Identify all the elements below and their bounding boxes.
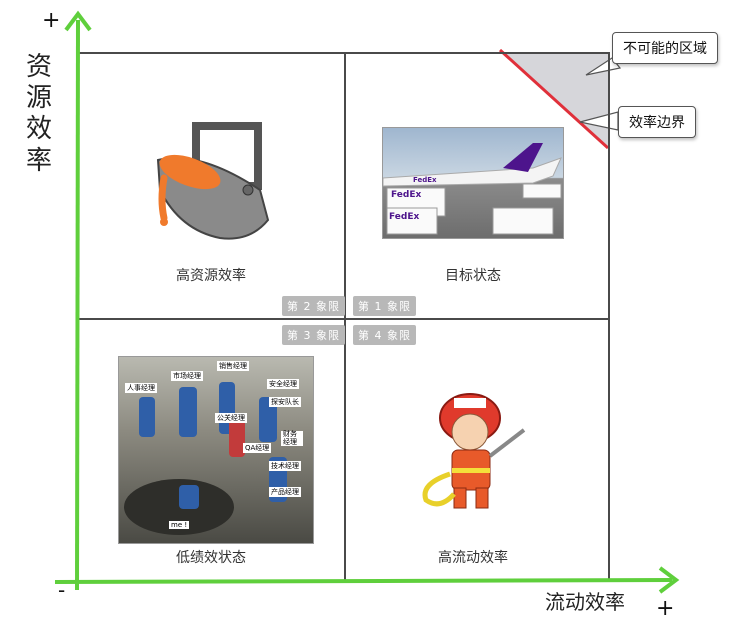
grid-horizontal-mid <box>78 318 609 320</box>
x-plus-sign: + <box>656 596 675 621</box>
fire-hose <box>422 471 456 507</box>
crowd-label-4: 公关经理 <box>215 413 247 423</box>
x-axis <box>54 578 673 584</box>
crowd-label-8: 技术经理 <box>269 461 301 471</box>
y-axis <box>75 19 80 591</box>
x-axis-arrow <box>658 566 680 594</box>
worker-red <box>229 417 245 457</box>
plane-tail <box>503 143 543 172</box>
firefighter-leg-left <box>453 487 467 509</box>
quadrant-2-label: 高资源效率 <box>176 268 246 284</box>
reflective-stripe <box>452 468 490 473</box>
firefighter-cartoon <box>422 393 526 509</box>
quadrant-1-label: 目标状态 <box>445 268 501 284</box>
ladle-bolt <box>242 184 254 196</box>
crowd-photo: 人事经理 市场经理 销售经理 安全经理 公关经理 探安队长 QA经理 财务经理 … <box>118 356 314 544</box>
firefighter-leg-right <box>475 487 489 509</box>
metal-drop <box>160 218 168 226</box>
y-axis-label: 资源效率 <box>26 52 53 176</box>
fedex-plane <box>383 157 562 187</box>
firefighter-face <box>451 413 489 451</box>
fedex-van-1 <box>386 207 438 235</box>
grid-right <box>608 52 610 582</box>
x-axis-label: 流动效率 <box>545 590 625 614</box>
helmet-stripe <box>454 398 486 408</box>
quadrant-4-tag: 第 4 象限 <box>353 325 416 345</box>
callout-efficiency-frontier: 效率边界 <box>618 106 696 138</box>
callout-impossible-region: 不可能的区域 <box>612 32 718 64</box>
origin-minus-sign: - <box>58 578 66 602</box>
metal-drip <box>158 174 168 222</box>
grid-vertical-mid <box>344 52 346 582</box>
quadrant-3-tag: 第 3 象限 <box>282 325 345 345</box>
fedex-van-2 <box>492 207 554 235</box>
fedex-scene <box>383 143 562 235</box>
quadrant-1-tag: 第 1 象限 <box>353 296 416 316</box>
grid-top <box>78 52 609 54</box>
crowd-label-2: 销售经理 <box>217 361 249 371</box>
hose-nozzle <box>488 428 526 458</box>
quadrant-3-label: 低绩效状态 <box>176 550 246 566</box>
crowd-label-9: 产品经理 <box>269 487 301 497</box>
efficiency-frontier-line <box>498 48 610 150</box>
crowd-scene <box>124 382 287 535</box>
dig-hole <box>124 479 234 535</box>
crowd-label-1: 市场经理 <box>171 371 203 381</box>
crowd-label-10: me ! <box>169 521 190 529</box>
fedex-logo-1: FedEx <box>391 190 422 200</box>
fedex-logo-plane: FedEx <box>413 176 437 184</box>
fedex-logo-2: FedEx <box>389 212 420 222</box>
ladle-illustration <box>156 122 270 240</box>
crowd-label-3: 安全经理 <box>267 379 299 389</box>
crowd-label-7: 财务经理 <box>281 430 303 447</box>
crowd-label-0: 人事经理 <box>125 383 157 393</box>
crowd-label-5: 探安队长 <box>269 397 301 407</box>
quadrant-2-tag: 第 2 象限 <box>282 296 345 316</box>
y-plus-sign: + <box>42 8 61 33</box>
y-axis-arrow <box>64 10 92 32</box>
crowd-label-6: QA经理 <box>243 443 272 453</box>
quadrant-4-label: 高流动效率 <box>438 550 508 566</box>
molten-metal <box>159 154 221 190</box>
fedex-truck-2 <box>522 183 562 199</box>
fedex-photo: FedEx FedEx FedEx <box>382 127 564 239</box>
